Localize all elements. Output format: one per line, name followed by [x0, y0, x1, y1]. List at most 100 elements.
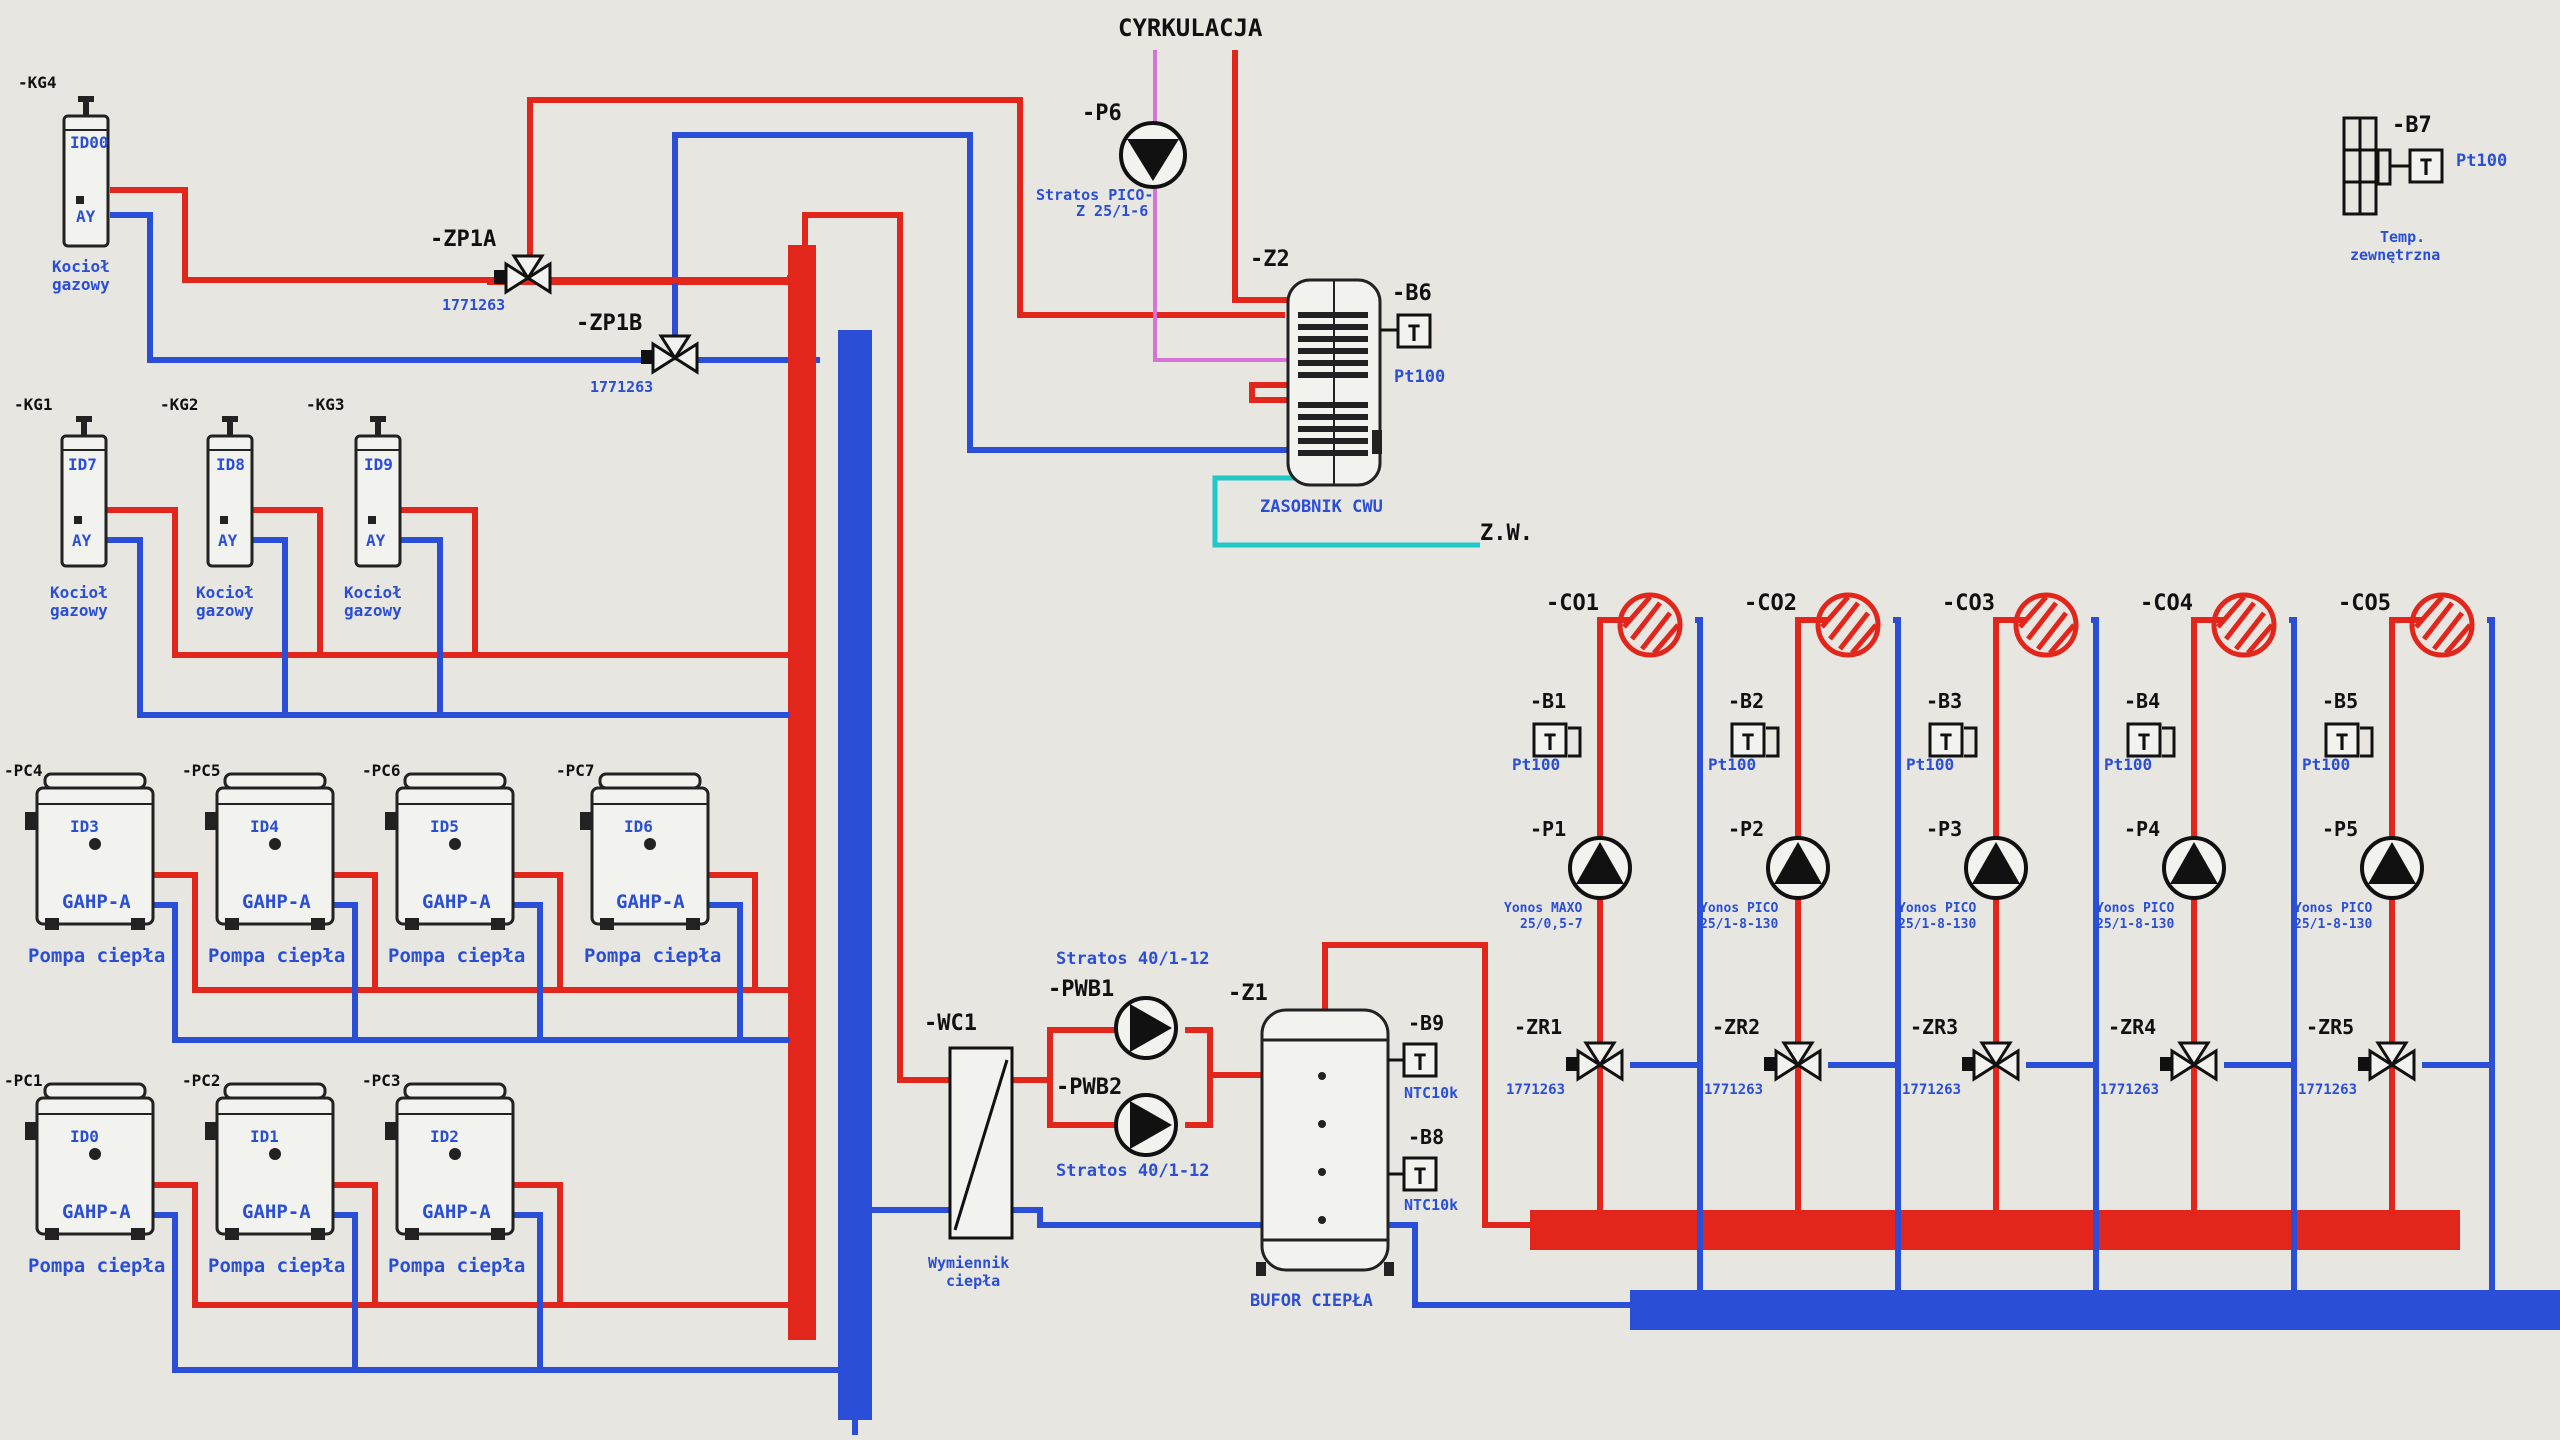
pwb2-tag: -PWB2 [1056, 1075, 1122, 1100]
p5-model1: Yonos PICO [2294, 901, 2372, 916]
circulation-label: CYRKULACJA [1118, 14, 1263, 42]
zr2-model: 1771263 [1704, 1082, 1763, 1098]
valve-zp1a[interactable] [492, 254, 552, 294]
boiler-kg2-id: ID8 [216, 455, 245, 474]
buffer-pump-pwb2[interactable] [1114, 1093, 1178, 1157]
circuit-co5-labels: -CO5 -B5 Pt100 -P5 Yonos PICO 25/1-8-130… [2294, 591, 2391, 1098]
outdoor-sensor-tag: -B7 [2392, 113, 2432, 138]
boiler-kg3-id: ID9 [364, 455, 393, 474]
boiler-kg1-name2: gazowy [50, 601, 108, 620]
b1-type: Pt100 [1512, 755, 1560, 774]
dhw-pump-tag: -P6 [1082, 101, 1122, 126]
buffer-tank-z1[interactable] [1256, 1008, 1394, 1276]
outdoor-label2: zewnętrzna [2350, 246, 2440, 264]
b2-type: Pt100 [1708, 755, 1756, 774]
zr5-model: 1771263 [2298, 1082, 2357, 1098]
zr1-tag: -ZR1 [1514, 1015, 1562, 1039]
hp-pc3-model: GAHP-A [422, 1201, 491, 1223]
buffer-pump-pwb1[interactable] [1114, 996, 1178, 1060]
dhw-pump-p6[interactable] [1119, 121, 1187, 189]
boiler-kg4-name2: gazowy [52, 275, 110, 294]
boiler-kg3-name1: Kocioł [344, 583, 402, 602]
hp-pc5-name: Pompa ciepła [208, 945, 345, 967]
pwb1-model: Stratos 40/1-12 [1056, 949, 1210, 969]
hp-pc2-tag: -PC2 [182, 1071, 221, 1090]
p3-model1: Yonos PICO [1898, 901, 1976, 916]
boiler-kg3-tag: -KG3 [306, 395, 345, 414]
p3-model2: 25/1-8-130 [1898, 917, 1976, 932]
buffer-b8-type: NTC10k [1404, 1196, 1458, 1214]
hp-pc4-name: Pompa ciepła [28, 945, 165, 967]
hp-pc2-id: ID1 [250, 1127, 279, 1146]
valve-zp1b[interactable] [639, 334, 699, 374]
hp-pc1-tag: -PC1 [4, 1071, 43, 1090]
circuit-co3 [1928, 595, 2099, 1290]
hp-pc2-model: GAHP-A [242, 1201, 311, 1223]
cold-water-label: Z.W. [1480, 521, 1533, 546]
hp-pc7-name: Pompa ciepła [584, 945, 721, 967]
p1-tag: -P1 [1530, 817, 1566, 841]
b5-tag: -B5 [2322, 689, 2358, 713]
circuit-co4-labels: -CO4 -B4 Pt100 -P4 Yonos PICO 25/1-8-130… [2096, 591, 2193, 1098]
pwb2-model: Stratos 40/1-12 [1056, 1161, 1210, 1181]
hp-pc7-id: ID6 [624, 817, 653, 836]
boiler-kg4-tag: -KG4 [18, 73, 57, 92]
p4-model1: Yonos PICO [2096, 901, 2174, 916]
b5-type: Pt100 [2302, 755, 2350, 774]
hp-pc1-id: ID0 [70, 1127, 99, 1146]
p5-model2: 25/1-8-130 [2294, 917, 2372, 932]
exchanger-tag: -WC1 [924, 1011, 977, 1036]
dhw-tank-label: ZASOBNIK CWU [1260, 497, 1383, 517]
boiler-kg1-name1: Kocioł [50, 583, 108, 602]
buffer-b8-tag: -B8 [1408, 1125, 1444, 1149]
p2-tag: -P2 [1728, 817, 1764, 841]
circuit-co2-labels: -CO2 -B2 Pt100 -P2 Yonos PICO 25/1-8-130… [1700, 591, 1797, 1098]
b2-tag: -B2 [1728, 689, 1764, 713]
svg-text:T: T [2419, 156, 2432, 181]
p5-tag: -P5 [2322, 817, 2358, 841]
boiler-kg4-id: ID00 [70, 133, 109, 152]
boiler-kg1-id: ID7 [68, 455, 97, 474]
co2-tag: -CO2 [1744, 591, 1797, 616]
buffer-tag: -Z1 [1228, 981, 1268, 1006]
buffer-b9-tag: -B9 [1408, 1011, 1444, 1035]
hp-pc6-tag: -PC6 [362, 761, 401, 780]
valve-zp1a-tag: -ZP1A [430, 227, 496, 252]
circuit-co1-labels: -CO1 -B1 Pt100 -P1 Yonos MAXO 25/0,5-7 -… [1504, 591, 1599, 1098]
p2-model1: Yonos PICO [1700, 901, 1778, 916]
buffer-sensor-b9 [1402, 1042, 1438, 1078]
boiler-kg2-ay: AY [218, 531, 238, 550]
hp-pc1-name: Pompa ciepła [28, 1255, 165, 1277]
boiler-kg1-tag: -KG1 [14, 395, 53, 414]
boiler-kg4-name1: Kocioł [52, 257, 110, 276]
boiler-kg2-tag: -KG2 [160, 395, 199, 414]
hp-pc5-tag: -PC5 [182, 761, 221, 780]
co4-tag: -CO4 [2140, 591, 2193, 616]
dhw-sensor-tag: -B6 [1392, 281, 1432, 306]
b3-tag: -B3 [1926, 689, 1962, 713]
hp-pc7-tag: -PC7 [556, 761, 595, 780]
boiler-kg2-name2: gazowy [196, 601, 254, 620]
hp-pc7-model: GAHP-A [616, 891, 685, 913]
buffer-sensor-b8 [1402, 1156, 1438, 1192]
outdoor-sensor-b7: T [2342, 116, 2444, 216]
co5-tag: -CO5 [2338, 591, 2391, 616]
valve-zp1b-tag: -ZP1B [576, 311, 642, 336]
zr2-tag: -ZR2 [1712, 1015, 1760, 1039]
valve-zp1a-model: 1771263 [442, 296, 505, 314]
co1-tag: -CO1 [1546, 591, 1599, 616]
dhw-sensor-type: Pt100 [1394, 367, 1445, 387]
b3-type: Pt100 [1906, 755, 1954, 774]
dhw-tank-z2[interactable] [1286, 278, 1382, 487]
exchanger-label2: ciepła [946, 1272, 1000, 1290]
hp-pc3-name: Pompa ciepła [388, 1255, 525, 1277]
circuit-co3-labels: -CO3 -B3 Pt100 -P3 Yonos PICO 25/1-8-130… [1898, 591, 1995, 1098]
heat-exchanger-wc1[interactable] [948, 1046, 1014, 1240]
zr4-tag: -ZR4 [2108, 1015, 2156, 1039]
buffer-label: BUFOR CIEPŁA [1250, 1291, 1373, 1311]
p4-tag: -P4 [2124, 817, 2160, 841]
outdoor-label1: Temp. [2380, 228, 2425, 246]
hp-pc5-model: GAHP-A [242, 891, 311, 913]
hp-pc3-tag: -PC3 [362, 1071, 401, 1090]
boiler-kg3-ay: AY [366, 531, 386, 550]
